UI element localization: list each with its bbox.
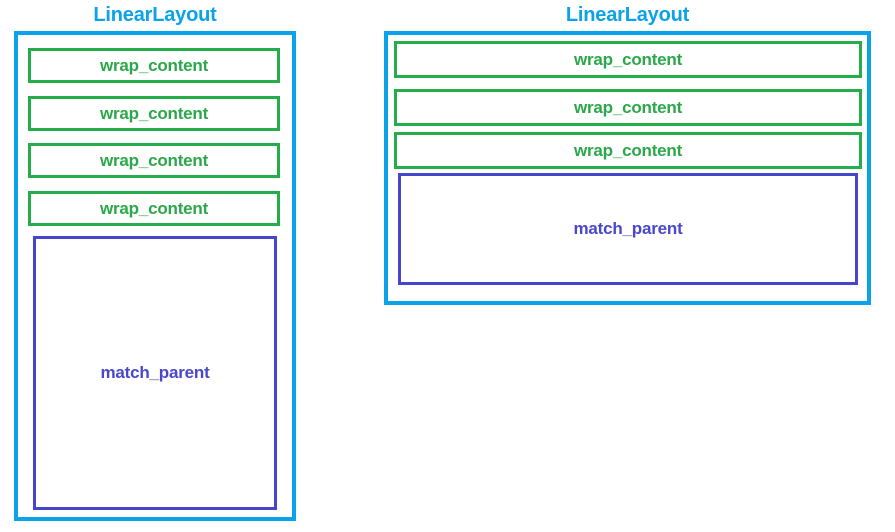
left-child-wrap-content-3-label: wrap_content	[99, 150, 209, 170]
left-child-wrap-content-3: wrap_content	[28, 143, 280, 178]
right-child-wrap-content-3: wrap_content	[394, 132, 862, 169]
left-child-wrap-content-2: wrap_content	[28, 96, 280, 131]
left-child-wrap-content-2-label: wrap_content	[99, 103, 209, 123]
right-child-match-parent: match_parent	[398, 173, 858, 285]
right-child-wrap-content-1: wrap_content	[394, 41, 862, 78]
right-child-wrap-content-1-label: wrap_content	[573, 49, 683, 69]
right-linearlayout-container: wrap_content wrap_content wrap_content m…	[384, 31, 871, 305]
right-child-wrap-content-3-label: wrap_content	[573, 140, 683, 160]
left-child-wrap-content-4-label: wrap_content	[99, 198, 209, 218]
left-child-match-parent-label: match_parent	[100, 363, 210, 382]
left-linearlayout-container: wrap_content wrap_content wrap_content w…	[14, 31, 296, 521]
left-child-wrap-content-4: wrap_content	[28, 191, 280, 226]
right-child-wrap-content-2-label: wrap_content	[573, 97, 683, 117]
left-child-wrap-content-1-label: wrap_content	[99, 55, 209, 75]
right-child-wrap-content-2: wrap_content	[394, 89, 862, 126]
right-linearlayout-title: LinearLayout	[565, 4, 690, 26]
left-linearlayout-title: LinearLayout	[93, 4, 217, 26]
left-child-wrap-content-1: wrap_content	[28, 48, 280, 83]
right-child-match-parent-label: match_parent	[573, 219, 683, 238]
left-child-match-parent: match_parent	[33, 236, 277, 510]
